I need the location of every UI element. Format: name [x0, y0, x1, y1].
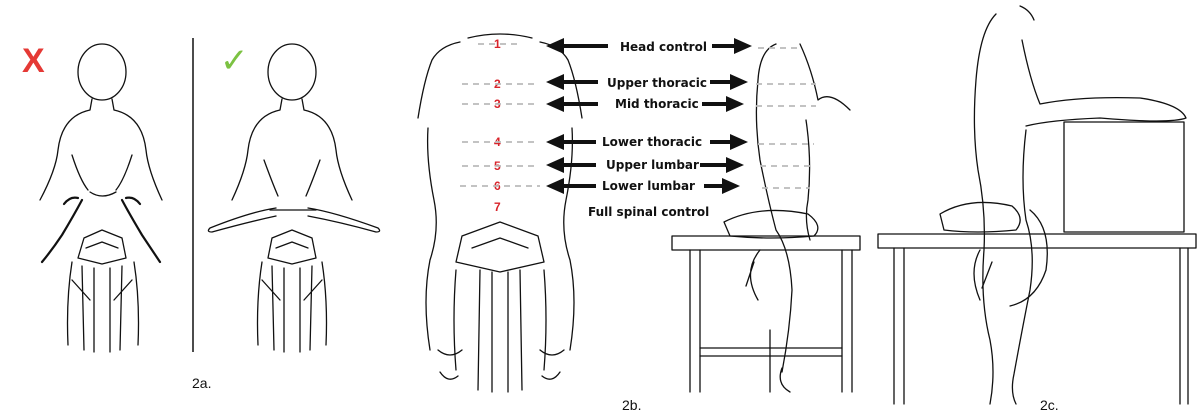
level-number-7: 7: [494, 200, 501, 214]
panel-2b: 1 2 3 4 5 6 7 Head control Upper thoraci…: [418, 34, 860, 413]
level-label-4: Lower thoracic: [602, 135, 702, 149]
caption-2b: 2b.: [622, 397, 641, 413]
level-label-7: Full spinal control: [588, 205, 709, 219]
right-mark-icon: ✓: [220, 41, 249, 81]
right-arrows: [700, 38, 752, 194]
standing-figure: [878, 6, 1196, 404]
level-number-1: 1: [494, 37, 501, 51]
level-label-3: Mid thoracic: [615, 97, 699, 111]
left-arrows: [546, 38, 608, 194]
incorrect-posture-figure: [40, 44, 162, 352]
level-label-5: Upper lumbar: [606, 158, 699, 172]
correct-posture-figure: [208, 44, 379, 352]
panel-2a: X ✓: [22, 38, 380, 391]
caption-2a: 2a.: [192, 375, 211, 391]
caption-2c: 2c.: [1040, 397, 1059, 413]
level-label-1: Head control: [620, 40, 707, 54]
wrong-mark-icon: X: [22, 42, 45, 80]
level-label-2: Upper thoracic: [607, 76, 707, 90]
level-label-6: Lower lumbar: [602, 179, 695, 193]
panel-2c: 2c.: [878, 6, 1196, 413]
